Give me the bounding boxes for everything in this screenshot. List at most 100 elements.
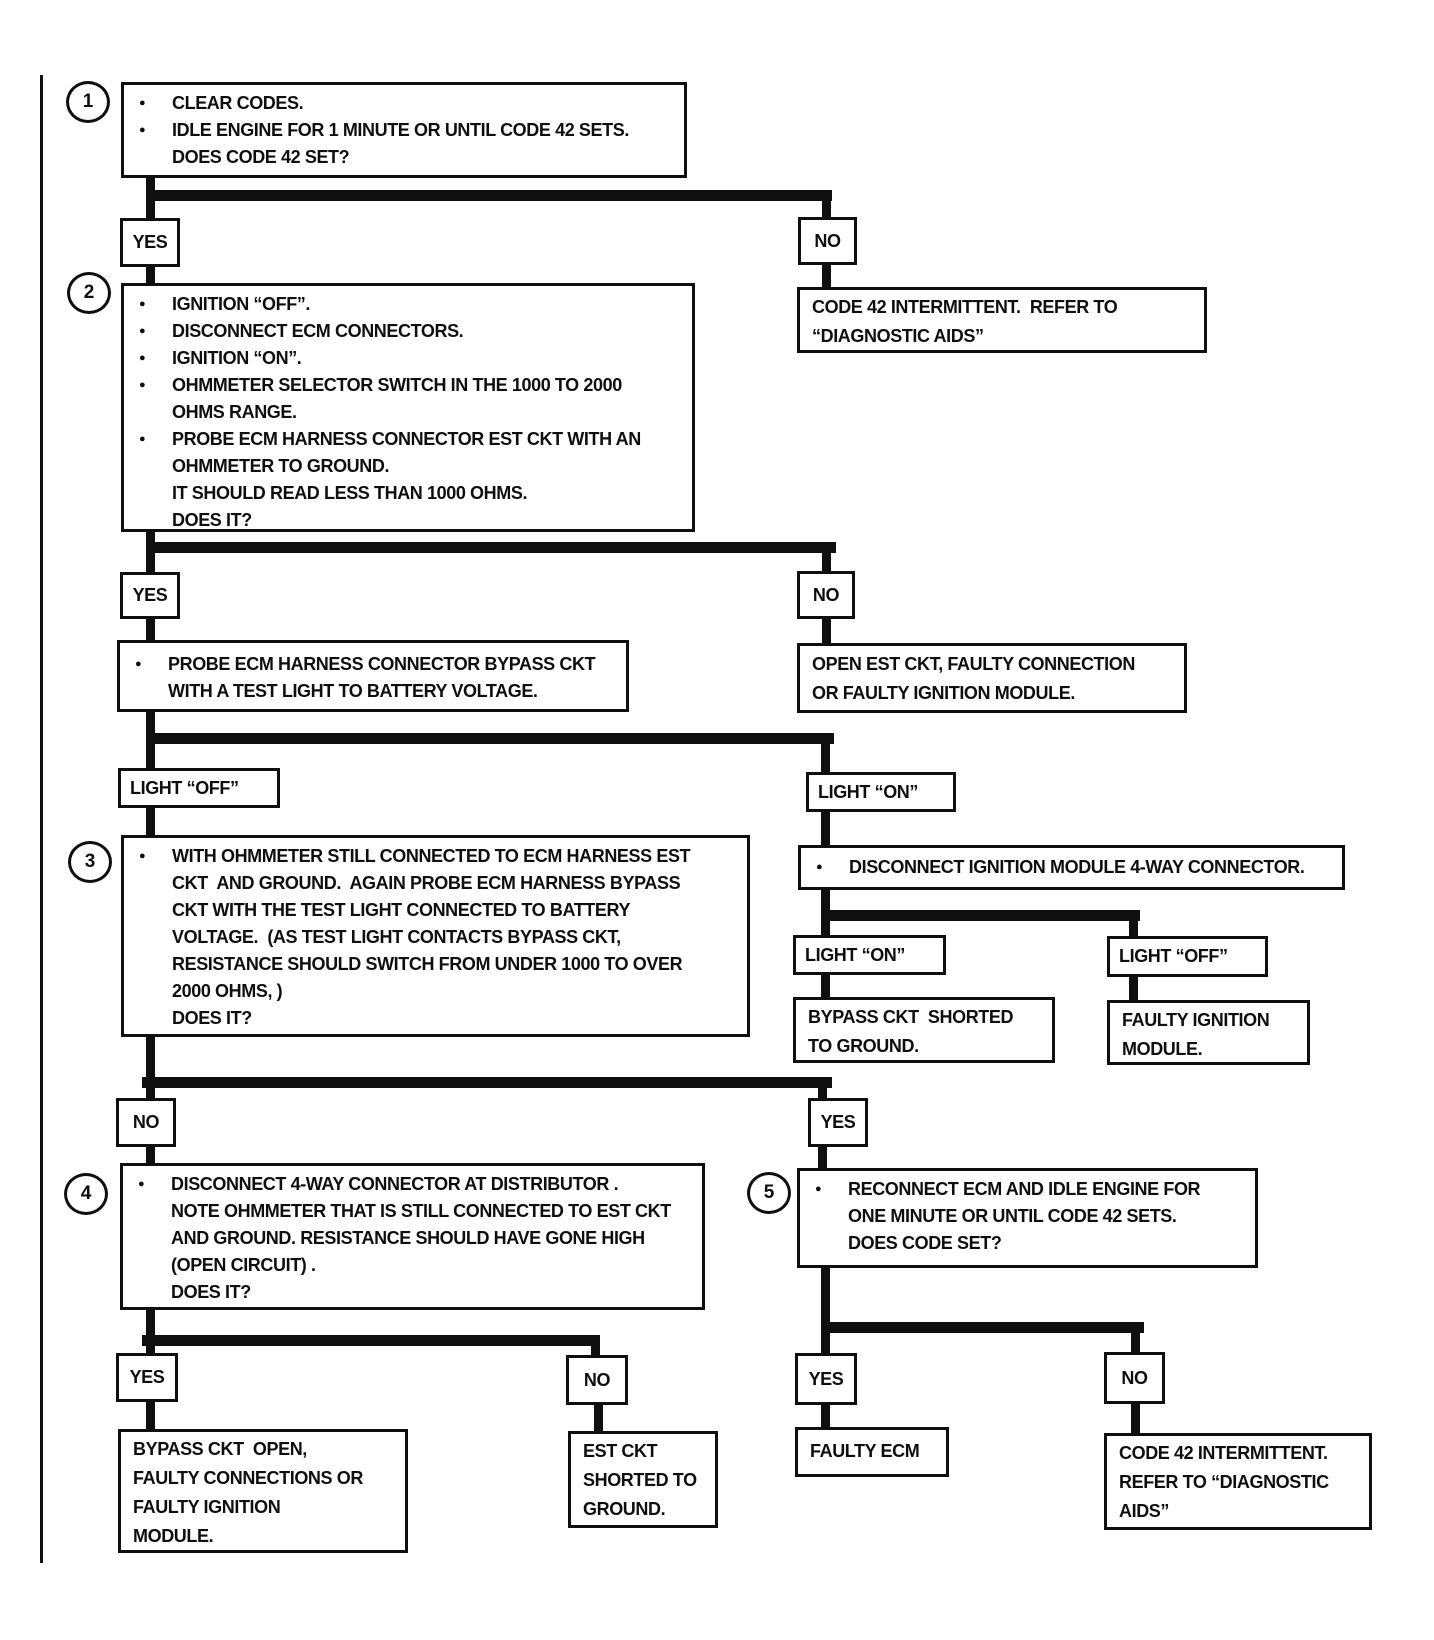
bullet-spacer — [135, 1198, 171, 1225]
action-box-disconnect-ignition-module: ●DISCONNECT IGNITION MODULE 4-WAY CONNEC… — [798, 845, 1345, 890]
text-line: FAULTY CONNECTIONS OR — [133, 1464, 401, 1493]
text-line: GROUND. — [583, 1495, 711, 1524]
connector-bar-4 — [821, 910, 1140, 921]
decision1-yes-label: YES — [120, 218, 180, 267]
line-text: CODE 42 INTERMITTENT. REFER TO — [812, 297, 1118, 317]
decision5-no-label: NO — [1104, 1352, 1165, 1404]
line-text: PROBE ECM HARNESS CONNECTOR BYPASS CKT — [168, 654, 596, 674]
decision2-no-label: NO — [797, 571, 855, 619]
text-line: CODE 42 INTERMITTENT. REFER TO — [812, 293, 1200, 322]
connector-lighton1-up — [821, 742, 830, 773]
light-off-label-2: LIGHT “OFF” — [1107, 936, 1268, 977]
bullet-spacer — [812, 1203, 848, 1230]
decision3-yes-label: YES — [808, 1098, 868, 1147]
text-line: (OPEN CIRCUIT) . — [135, 1252, 698, 1279]
connector-bar-1 — [146, 190, 832, 201]
text-line: DOES CODE 42 SET? — [136, 144, 680, 171]
line-text: DOES IT? — [172, 1008, 252, 1028]
text-line: TO GROUND. — [808, 1032, 1048, 1061]
line-text: CKT WITH THE TEST LIGHT CONNECTED TO BAT… — [172, 900, 631, 920]
bullet-spacer — [136, 978, 172, 1005]
connector-yes4-down — [146, 1400, 155, 1429]
line-text: EST CKT — [583, 1441, 658, 1461]
text-line: OHMMETER TO GROUND. — [136, 453, 688, 480]
line-text: RESISTANCE SHOULD SWITCH FROM UNDER 1000… — [172, 954, 683, 974]
line-text: DISCONNECT 4-WAY CONNECTOR AT DISTRIBUTO… — [171, 1174, 619, 1194]
result-faulty-ecm: FAULTY ECM — [795, 1427, 949, 1477]
text-line: ● DISCONNECT 4-WAY CONNECTOR AT DISTRIBUT… — [135, 1171, 698, 1198]
bullet-icon: ● — [139, 124, 146, 136]
text-line: ●PROBE ECM HARNESS CONNECTOR BYPASS CKT — [132, 651, 622, 678]
line-text: REFER TO “DIAGNOSTIC — [1119, 1472, 1329, 1492]
text-line: FAULTY IGNITION — [1122, 1006, 1303, 1035]
line-text: TO GROUND. — [808, 1036, 919, 1056]
line-text: BYPASS CKT SHORTED — [808, 1007, 1014, 1027]
bullet-spacer — [136, 144, 172, 171]
bullet-spacer — [136, 480, 172, 507]
line-text: IGNITION “ON”. — [172, 348, 302, 368]
line-text: VOLTAGE. (AS TEST LIGHT CONTACTS BYPASS … — [172, 927, 621, 947]
decision4-no-label: NO — [566, 1355, 628, 1405]
connector-disconnect-down — [821, 888, 830, 912]
bullet-spacer — [136, 399, 172, 426]
connector-lighton1-down — [821, 810, 830, 845]
bullet-spacer — [136, 951, 172, 978]
bullet-spacer — [135, 1225, 171, 1252]
text-line: CKT WITH THE TEST LIGHT CONNECTED TO BAT… — [136, 897, 743, 924]
line-text: DISCONNECT ECM CONNECTORS. — [172, 321, 464, 341]
text-line: CODE 42 INTERMITTENT. — [1119, 1439, 1365, 1468]
text-line: ●WITH OHMMETER STILL CONNECTED TO ECM HA… — [136, 843, 743, 870]
connector-bar-6 — [142, 1335, 600, 1346]
line-text: IT SHOULD READ LESS THAN 1000 OHMS. — [172, 483, 528, 503]
text-line: ●PROBE ECM HARNESS CONNECTOR EST CKT WIT… — [136, 426, 688, 453]
bullet-icon: ● — [139, 325, 146, 337]
connector-lightoff2-up — [1129, 919, 1138, 936]
bullet-icon: ● — [139, 97, 146, 109]
line-text: OHMS RANGE. — [172, 402, 297, 422]
connector-no3-down — [146, 1145, 155, 1163]
line-text: AND GROUND. RESISTANCE SHOULD HAVE GONE … — [171, 1228, 645, 1248]
bullet-icon: ● — [138, 1178, 145, 1190]
connector-yes2-up — [146, 551, 155, 573]
result-bypass-ckt-shorted: BYPASS CKT SHORTED TO GROUND. — [793, 997, 1055, 1063]
bullet-spacer — [135, 1252, 171, 1279]
connector-no5-up — [1131, 1331, 1140, 1352]
connector-bar-3 — [146, 733, 834, 744]
connector-yes1-down — [146, 265, 155, 285]
step-circle-4: 4 — [64, 1173, 108, 1215]
light-on-label-2: LIGHT “ON” — [793, 935, 946, 975]
connector-yes1-up — [146, 199, 155, 219]
text-line: ● DISCONNECT ECM CONNECTORS. — [136, 318, 688, 345]
line-text: FAULTY CONNECTIONS OR — [133, 1468, 363, 1488]
line-text: 2000 OHMS, ) — [172, 981, 283, 1001]
connector-yes3-down — [818, 1145, 827, 1168]
line-text: WITH OHMMETER STILL CONNECTED TO ECM HAR… — [172, 846, 691, 866]
step-circle-5: 5 — [747, 1172, 791, 1214]
line-text: IGNITION “OFF”. — [172, 294, 310, 314]
text-line: FAULTY ECM — [810, 1437, 942, 1466]
line-text: MODULE. — [133, 1526, 214, 1546]
line-text: (OPEN CIRCUIT) . — [171, 1255, 316, 1275]
connector-no4-down — [594, 1403, 603, 1431]
decision4-yes-label: YES — [116, 1353, 178, 1402]
connector-step3-down — [146, 1035, 155, 1077]
step-circle-2: 2 — [67, 272, 111, 314]
connector-step4-down — [146, 1308, 155, 1335]
text-line: “DIAGNOSTIC AIDS” — [812, 322, 1200, 351]
text-line: REFER TO “DIAGNOSTIC — [1119, 1468, 1365, 1497]
connector-yes5-up — [821, 1331, 830, 1353]
text-line: DOES CODE SET? — [812, 1230, 1251, 1257]
text-line: OR FAULTY IGNITION MODULE. — [812, 679, 1180, 708]
text-line: OHMS RANGE. — [136, 399, 688, 426]
step-box-2: ● IGNITION “OFF”. ● DISCONNECT ECM CONNECTO… — [121, 283, 695, 532]
bullet-spacer — [136, 1005, 172, 1032]
line-text: OHMMETER SELECTOR SWITCH IN THE 1000 TO … — [172, 375, 622, 395]
action-box-probe-bypass: ●PROBE ECM HARNESS CONNECTOR BYPASS CKT W… — [117, 640, 629, 712]
line-text: AIDS” — [1119, 1501, 1170, 1521]
line-text: FAULTY IGNITION — [133, 1497, 281, 1517]
line-text: OHMMETER TO GROUND. — [172, 456, 390, 476]
line-text: WITH A TEST LIGHT TO BATTERY VOLTAGE. — [168, 681, 538, 701]
connector-no2-up — [822, 551, 831, 572]
